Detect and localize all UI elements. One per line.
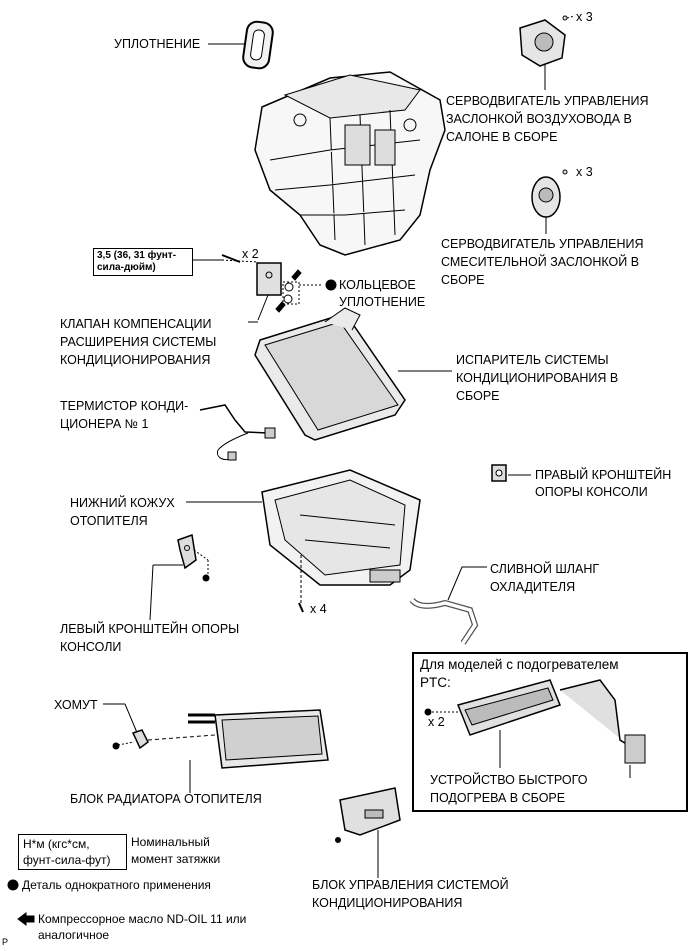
lower-case-part bbox=[261, 469, 421, 586]
evaporator-part bbox=[254, 307, 406, 441]
figure-code: P bbox=[2, 937, 9, 947]
ptc-section-frame: Для моделей с подогревателем PTC: x 2 УС… bbox=[412, 652, 688, 812]
right-bracket-part bbox=[491, 464, 507, 482]
expansion-valve-part bbox=[256, 262, 282, 296]
left-bracket-part bbox=[177, 533, 197, 570]
qty-case: x 4 bbox=[310, 602, 327, 616]
torque-box: 3,5 (36, 31 фунт- сила-дюйм) bbox=[93, 248, 193, 276]
servo-mix-part bbox=[531, 169, 568, 218]
o-ring-parts bbox=[282, 281, 300, 305]
label-o-ring: КОЛЬЦЕВОЕ УПЛОТНЕНИЕ bbox=[339, 278, 426, 309]
legend-non-reusable: Деталь однократного применения bbox=[22, 878, 211, 892]
qty-valve: x 2 bbox=[242, 247, 259, 261]
label-right-bracket: ПРАВЫЙ КРОНШТЕЙН ОПОРЫ КОНСОЛИ bbox=[535, 468, 672, 499]
label-expansion-valve: КЛАПАН КОМПЕНСАЦИИ РАСШИРЕНИЯ СИСТЕМЫ КО… bbox=[60, 317, 217, 367]
label-quick-heater: УСТРОЙСТВО БЫСТРОГО ПОДОГРЕВА В СБОРЕ bbox=[430, 773, 588, 805]
ac-control-part bbox=[339, 787, 401, 836]
o-ring-dot-icon bbox=[325, 279, 337, 291]
legend-torque-unit: Н*м (кгс*см, фунт-сила-фут) bbox=[23, 837, 111, 867]
label-servo-air-duct: СЕРВОДВИГАТЕЛЬ УПРАВЛЕНИЯ ЗАСЛОНКОЙ ВОЗД… bbox=[446, 94, 649, 144]
legend-oil: Компрессорное масло ND-OIL 11 или аналог… bbox=[38, 912, 247, 942]
qty-servo-mix: x 3 bbox=[576, 165, 593, 179]
label-seal: УПЛОТНЕНИЕ bbox=[114, 37, 201, 51]
torque-spec: 3,5 (36, 31 фунт- сила-дюйм) bbox=[97, 250, 177, 273]
label-evaporator: ИСПАРИТЕЛЬ СИСТЕМЫ КОНДИЦИОНИРОВАНИЯ В С… bbox=[456, 353, 619, 403]
label-drain-hose: СЛИВНОЙ ШЛАНГ ОХЛАДИТЕЛЯ bbox=[490, 562, 600, 594]
label-ac-control: БЛОК УПРАВЛЕНИЯ СИСТЕМОЙ КОНДИЦИОНИРОВАН… bbox=[312, 878, 509, 910]
label-servo-mix: СЕРВОДВИГАТЕЛЬ УПРАВЛЕНИЯ СМЕСИТЕЛЬНОЙ З… bbox=[441, 237, 644, 287]
servo-air-duct-part bbox=[519, 15, 568, 67]
legend-arrow-icon bbox=[17, 912, 35, 926]
drain-hose-part bbox=[409, 597, 479, 645]
oil-arrows bbox=[275, 269, 302, 313]
label-heater-core: БЛОК РАДИАТОРА ОТОПИТЕЛЯ bbox=[70, 792, 262, 806]
label-thermistor: ТЕРМИСТОР КОНДИ- ЦИОНЕРА № 1 bbox=[60, 399, 189, 431]
label-clamp: ХОМУТ bbox=[54, 698, 98, 712]
label-lower-case: НИЖНИЙ КОЖУХ ОТОПИТЕЛЯ bbox=[70, 496, 175, 528]
legend-dot-icon bbox=[7, 879, 19, 891]
heater-unit-case bbox=[254, 71, 446, 256]
label-left-bracket: ЛЕВЫЙ КРОНШТЕЙН ОПОРЫ КОНСОЛИ bbox=[60, 622, 240, 654]
legend-torque-box: Н*м (кгс*см, фунт-сила-фут) bbox=[18, 834, 127, 870]
ptc-heater-part bbox=[456, 679, 646, 764]
seal-part bbox=[242, 20, 274, 70]
valve-bolt bbox=[221, 254, 241, 263]
heater-core-part bbox=[188, 709, 329, 769]
clamp-part bbox=[131, 729, 149, 750]
thermistor-part bbox=[199, 404, 276, 461]
ptc-section-title: Для моделей с подогревателем PTC: bbox=[420, 657, 619, 690]
qty-ptc: x 2 bbox=[428, 715, 445, 729]
legend-torque-desc: Номинальный момент затяжки bbox=[131, 835, 221, 866]
qty-servo-air: x 3 bbox=[576, 10, 593, 24]
